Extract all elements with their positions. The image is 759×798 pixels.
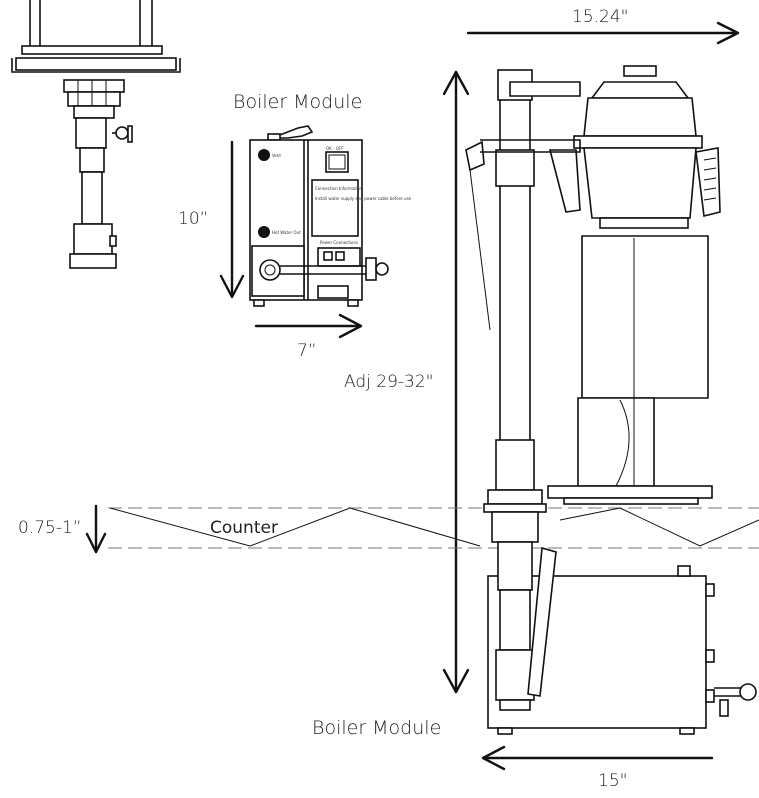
vent-label: Vent (272, 153, 281, 158)
boiler-width-label: 7” (297, 341, 317, 361)
boiler-module-title-top: Boiler Module (233, 91, 362, 113)
sticker-text: Install water supply and power cable bef… (315, 196, 412, 201)
partial-unit-top-left (11, 0, 181, 269)
boiler-height-label: 10” (178, 209, 208, 229)
counter-label: Counter (210, 518, 278, 538)
boiler-front-view: Vent Hot Water Out OK - OFF Connection I… (249, 125, 412, 307)
width-bottom-label: 15" (598, 771, 627, 791)
width-top-label: 15.24" (572, 7, 629, 27)
width-bottom-arrow: 15" (481, 745, 714, 791)
brewer-side-view (465, 65, 721, 543)
width-top-arrow: 15.24" (466, 7, 740, 45)
counter-thickness-label: 0.75-1” (18, 518, 82, 538)
total-height-label: Adj 29-32" (344, 372, 433, 392)
sticker-title: Connection Information (315, 186, 363, 191)
boiler-module-title-bottom: Boiler Module (312, 717, 441, 739)
hot-water-out-label: Hot Water Out (272, 230, 301, 235)
boiler-width-arrow: 7” (254, 313, 363, 361)
counter-section: Counter 0.75-1” (18, 504, 759, 554)
boiler-height-arrow: 10” (178, 140, 245, 299)
boiler-side-view (487, 541, 757, 735)
power-header: Power Connections (320, 240, 358, 245)
total-height-arrow: Adj 29-32" (344, 70, 470, 694)
display-header: OK - OFF (326, 146, 344, 151)
